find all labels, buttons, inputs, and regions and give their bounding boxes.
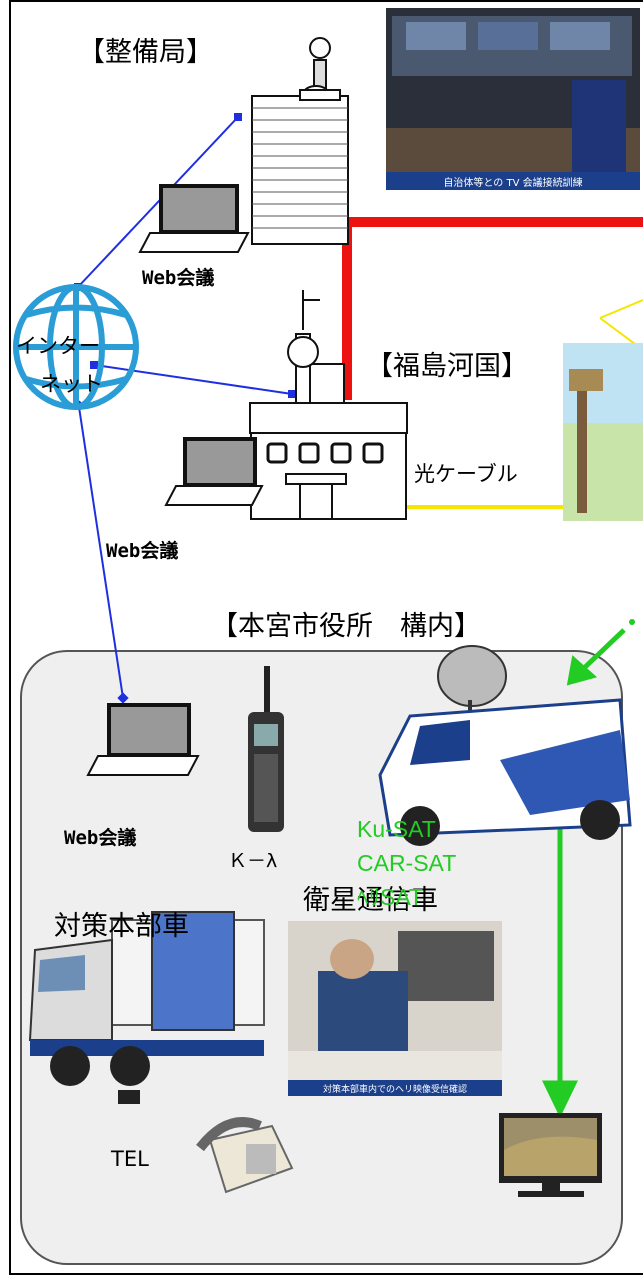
satellite-vehicle-icon <box>378 645 632 846</box>
river-office-building-icon <box>249 290 408 520</box>
city-hall-label: 【本宮市役所 構内】 <box>211 611 481 642</box>
satellite-source-dot <box>629 619 635 625</box>
tv-conference-photo: 自治体等との TV 会議接続訓練 <box>386 8 640 190</box>
sat-link-car: CAR-SAT <box>357 850 457 876</box>
outer-frame <box>9 0 643 1275</box>
monitor-icon <box>499 1113 602 1197</box>
tel-label: TEL <box>111 1147 149 1171</box>
sat-link-heli: ﾍﾘSAT <box>357 884 424 910</box>
sat-link-ku: Ku-SAT <box>357 816 436 842</box>
bureau-label: 【整備局】 <box>78 37 213 68</box>
web-meeting-label-river-office: Web会議 <box>106 540 179 562</box>
laptop-icon-city-hall <box>86 703 200 776</box>
tv-conference-caption: 自治体等との TV 会議接続訓練 <box>386 172 640 190</box>
laptop-icon-river-office <box>164 437 264 506</box>
bureau-building-icon <box>251 37 349 245</box>
satellite-arrows <box>542 628 626 1118</box>
internet-links <box>77 116 293 699</box>
web-meeting-label-bureau: Web会議 <box>142 267 215 289</box>
internet-label-line2: ネット <box>40 372 103 396</box>
hq-vehicle-label: 対策本部車 <box>54 911 189 942</box>
hq-vehicle-icon <box>28 911 265 1104</box>
red-dedicated-line <box>342 217 643 400</box>
globe-icon <box>13 284 139 410</box>
heli-video-photo: 対策本部車内でのヘリ映像受信確認 <box>288 921 502 1096</box>
fiber-cable-label: 光ケーブル <box>414 462 518 486</box>
telephone-icon <box>196 1117 294 1194</box>
heli-video-caption: 対策本部車内でのヘリ映像受信確認 <box>288 1080 502 1096</box>
handheld-radio-icon <box>248 666 284 832</box>
k-lambda-label: Ｋ－λ <box>228 850 278 872</box>
web-meeting-label-city-hall: Web会議 <box>64 827 137 849</box>
satellite-vehicle-label: 衛星通信車 <box>303 885 438 916</box>
laptop-icon-bureau <box>138 184 250 253</box>
camera-site-photo <box>563 343 643 521</box>
river-office-label: 【福島河国】 <box>366 351 528 382</box>
internet-label-line1: インター <box>16 334 100 358</box>
satellite-link-list: Ku-SAT CAR-SAT ﾍﾘSAT <box>357 812 456 914</box>
